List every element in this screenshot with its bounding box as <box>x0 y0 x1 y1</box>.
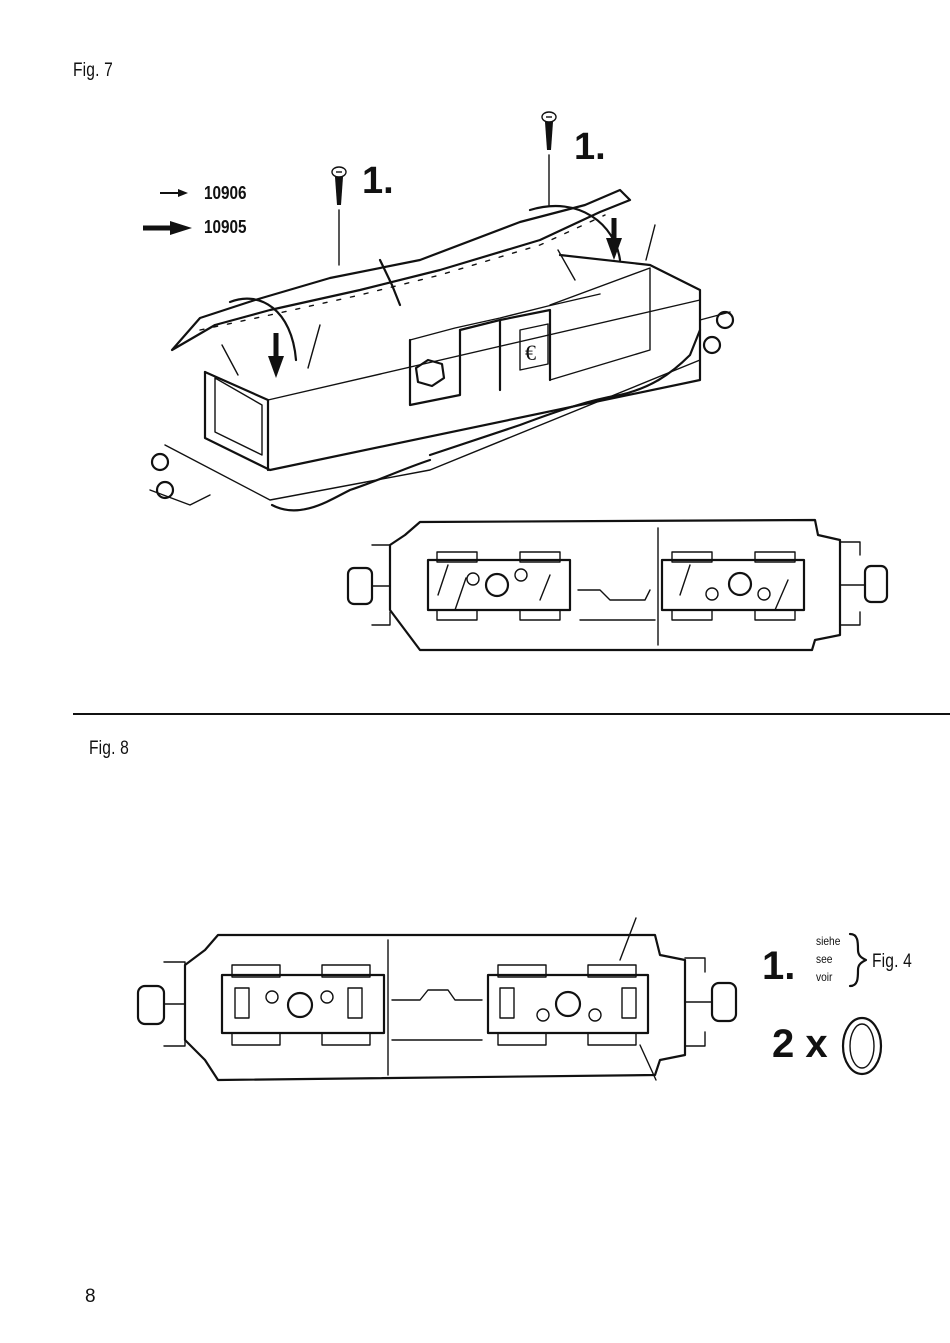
page-number: 8 <box>85 1286 96 1308</box>
